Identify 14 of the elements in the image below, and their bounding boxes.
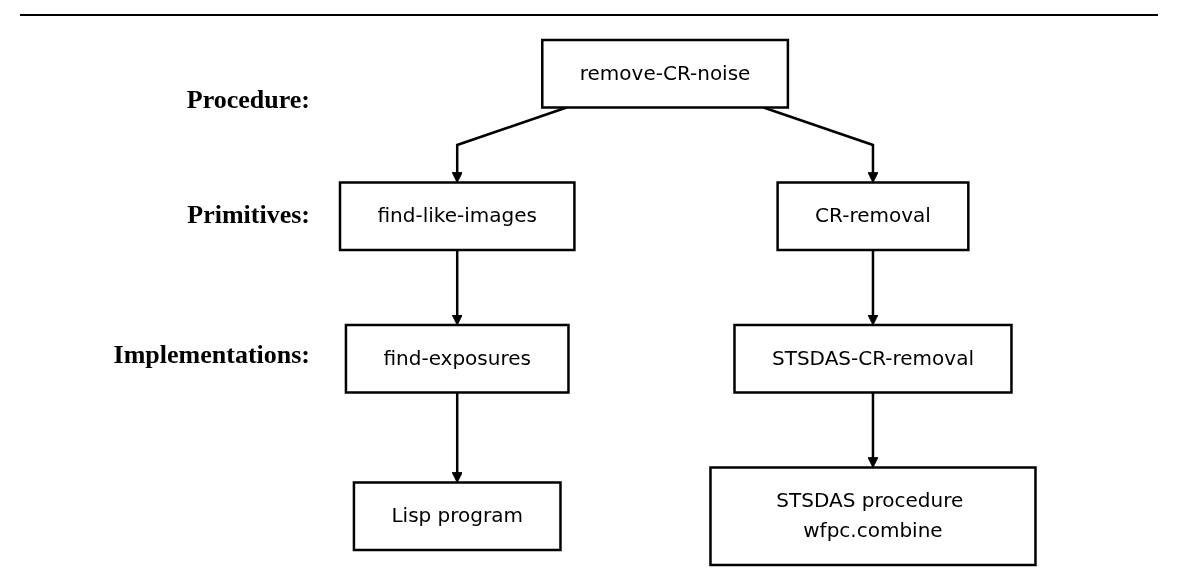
row-label: Procedure: [186, 85, 310, 115]
arrow [451, 250, 463, 326]
node-box: STSDAS-CR-removal [733, 323, 1013, 394]
node-box: CR-removal [776, 181, 970, 252]
row-label: Implementations: [113, 340, 310, 370]
arrow [451, 392, 463, 483]
node-box: find-like-images [338, 181, 576, 252]
node-box: STSDAS procedure wfpc.combine [709, 466, 1037, 567]
node-box: Lisp program [352, 481, 562, 552]
node-box: remove-CR-noise [541, 38, 790, 109]
node-box: find-exposures [344, 323, 570, 394]
row-label: Primitives: [187, 200, 310, 230]
arrow [867, 392, 879, 468]
arrow [867, 250, 879, 326]
